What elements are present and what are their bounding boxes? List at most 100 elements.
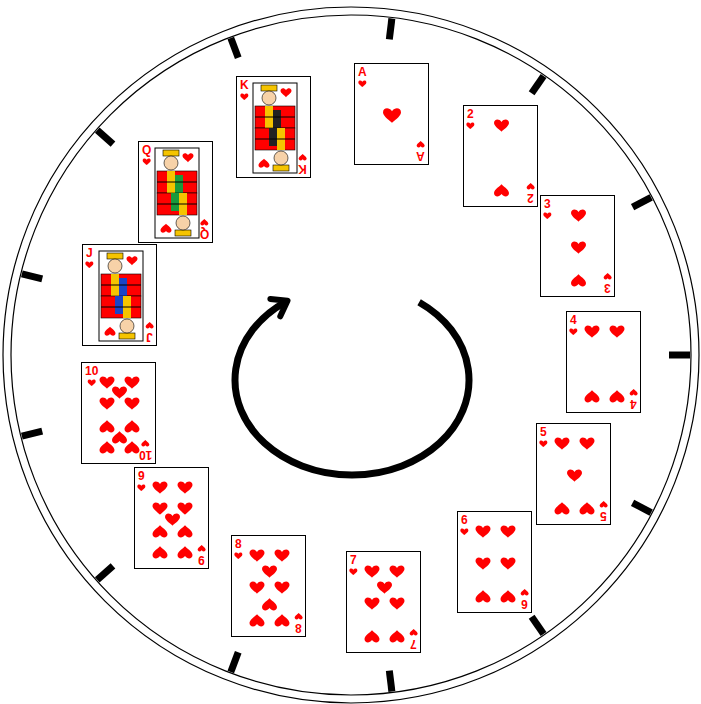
corner-heart bbox=[410, 629, 418, 635]
corner-heart bbox=[200, 219, 208, 225]
heart-pip bbox=[178, 525, 193, 537]
corner-heart bbox=[141, 440, 149, 446]
hour-tick bbox=[97, 130, 113, 144]
card-rank: 4 bbox=[630, 398, 637, 410]
heart-pip bbox=[501, 526, 516, 538]
heart-pip bbox=[275, 614, 290, 626]
corner-heart bbox=[527, 183, 535, 189]
card-rank: A bbox=[416, 150, 425, 162]
heart-pip bbox=[365, 566, 380, 578]
corner-heart bbox=[85, 262, 93, 268]
card-rank: 9 bbox=[138, 470, 145, 482]
card-rank: 10 bbox=[85, 365, 98, 377]
heart-pip bbox=[585, 390, 600, 402]
corner-heart bbox=[604, 273, 612, 279]
heart-pip bbox=[112, 387, 127, 399]
card-art bbox=[541, 196, 614, 296]
card-rank: 9 bbox=[198, 554, 205, 566]
playing-card: JJ bbox=[82, 244, 157, 346]
heart-pip bbox=[580, 502, 595, 514]
card-rank: 10 bbox=[139, 449, 152, 461]
heart-pip bbox=[178, 546, 193, 558]
playing-card: 99 bbox=[134, 467, 209, 569]
face-figure bbox=[157, 150, 197, 193]
heart-pip bbox=[476, 590, 491, 602]
card-rank: J bbox=[86, 247, 93, 259]
heart-pip bbox=[125, 420, 140, 432]
corner-heart bbox=[198, 545, 206, 551]
heart-pip bbox=[571, 274, 586, 286]
hour-tick bbox=[633, 503, 652, 513]
hour-tick bbox=[22, 274, 42, 279]
card-art bbox=[139, 142, 212, 242]
card-rank: 7 bbox=[410, 638, 417, 650]
corner-heart bbox=[460, 529, 468, 535]
corner-heart bbox=[240, 94, 248, 100]
corner-heart bbox=[146, 322, 154, 328]
heart-pip bbox=[100, 420, 115, 432]
card-art bbox=[232, 536, 305, 636]
playing-card: 88 bbox=[231, 535, 306, 637]
heart-pip bbox=[390, 630, 405, 642]
heart-pip bbox=[390, 598, 405, 610]
card-art bbox=[458, 512, 531, 612]
face-figure bbox=[255, 128, 295, 171]
card-rank: 4 bbox=[570, 314, 577, 326]
playing-card: AA bbox=[354, 63, 429, 165]
hour-tick bbox=[22, 431, 42, 436]
card-art bbox=[355, 64, 428, 164]
heart-pip bbox=[501, 590, 516, 602]
card-art bbox=[567, 312, 640, 412]
heart-pip bbox=[571, 210, 586, 222]
heart-pip bbox=[165, 514, 180, 526]
heart-pip bbox=[501, 558, 516, 570]
heart-pip bbox=[476, 558, 491, 570]
corner-heart bbox=[543, 213, 551, 219]
arrow-head bbox=[270, 299, 287, 316]
hour-tick bbox=[669, 352, 690, 359]
hour-tick bbox=[532, 76, 544, 93]
heart-pip bbox=[100, 377, 115, 389]
hour-tick bbox=[97, 566, 113, 580]
heart-pip bbox=[178, 482, 193, 494]
playing-card: 10 10 bbox=[81, 362, 156, 464]
inner-ring bbox=[11, 15, 691, 695]
face-frame bbox=[99, 251, 143, 341]
playing-card: 77 bbox=[346, 551, 421, 653]
corner-heart bbox=[88, 380, 96, 386]
heart-pip bbox=[178, 503, 193, 515]
heart-pip bbox=[476, 526, 491, 538]
card-rank: 8 bbox=[295, 622, 302, 634]
center-pip bbox=[383, 108, 401, 123]
card-rank: Q bbox=[142, 144, 151, 156]
corner-heart bbox=[234, 553, 242, 559]
corner-heart bbox=[358, 81, 366, 87]
heart-pip bbox=[262, 598, 277, 610]
card-rank: Q bbox=[200, 228, 209, 240]
corner-heart bbox=[466, 123, 474, 129]
card-rank: J bbox=[146, 331, 153, 343]
card-rank: 7 bbox=[350, 554, 357, 566]
card-rank: 6 bbox=[521, 598, 528, 610]
card-rank: 2 bbox=[527, 192, 534, 204]
heart-pip bbox=[100, 398, 115, 410]
heart-pip bbox=[125, 398, 140, 410]
heart-emblem bbox=[281, 88, 292, 97]
heart-pip bbox=[153, 482, 168, 494]
face-frame bbox=[253, 83, 297, 173]
card-rank: A bbox=[358, 66, 367, 78]
face-figure bbox=[255, 85, 295, 128]
hour-tick bbox=[389, 671, 392, 692]
heart-pip bbox=[555, 502, 570, 514]
heart-emblem bbox=[183, 153, 194, 162]
playing-card: KK bbox=[236, 76, 311, 178]
playing-card: QQ bbox=[138, 141, 213, 243]
heart-pip bbox=[567, 470, 582, 482]
heart-pip bbox=[390, 566, 405, 578]
corner-heart bbox=[295, 613, 303, 619]
outer-ring bbox=[3, 7, 699, 703]
face-frame bbox=[155, 148, 199, 238]
card-art bbox=[83, 245, 156, 345]
heart-pip bbox=[250, 550, 265, 562]
